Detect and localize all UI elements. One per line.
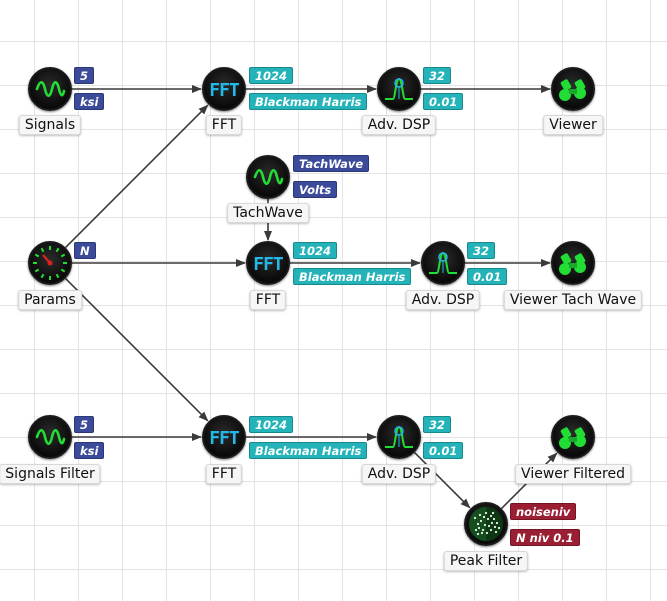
- param-tag[interactable]: 0.01: [423, 442, 464, 459]
- svg-text:FFT: FFT: [209, 428, 240, 449]
- param-tag[interactable]: TachWave: [293, 155, 370, 172]
- param-tag[interactable]: N: [74, 242, 96, 259]
- spectrum-peak-icon[interactable]: [421, 241, 465, 285]
- spectrum-peak-icon[interactable]: [377, 67, 421, 111]
- svg-text:FFT: FFT: [253, 254, 284, 275]
- param-tag[interactable]: ksi: [74, 93, 105, 110]
- node-label-tachwave: TachWave: [227, 203, 309, 223]
- param-tag[interactable]: 1024: [293, 242, 338, 259]
- connection-arrow: [65, 278, 209, 422]
- param-tag[interactable]: Volts: [293, 181, 338, 198]
- noise-filter-icon[interactable]: [464, 502, 508, 546]
- fft-icon[interactable]: FFT: [202, 67, 246, 111]
- param-tag[interactable]: Blackman Harris: [249, 442, 368, 459]
- spectrum-peak-icon[interactable]: [377, 415, 421, 459]
- param-tag[interactable]: ksi: [74, 442, 105, 459]
- param-tag[interactable]: noiseniv: [510, 503, 577, 520]
- param-tag[interactable]: N niv 0.1: [510, 529, 580, 546]
- param-tag[interactable]: 32: [423, 67, 452, 84]
- node-label-viewer-tach: Viewer Tach Wave: [503, 290, 643, 310]
- gauge-icon[interactable]: [28, 241, 72, 285]
- node-label-viewer: Viewer: [543, 115, 603, 135]
- node-label-fft-3: FFT: [205, 464, 243, 484]
- binoculars-icon[interactable]: [551, 67, 595, 111]
- node-label-adv-dsp-1: Adv. DSP: [361, 115, 437, 135]
- param-tag[interactable]: 5: [74, 67, 95, 84]
- param-tag[interactable]: 0.01: [467, 268, 508, 285]
- param-tag[interactable]: Blackman Harris: [293, 268, 412, 285]
- fft-icon[interactable]: FFT: [246, 241, 290, 285]
- binoculars-icon[interactable]: [551, 415, 595, 459]
- node-label-adv-dsp-3: Adv. DSP: [361, 464, 437, 484]
- fft-icon[interactable]: FFT: [202, 415, 246, 459]
- sine-wave-icon[interactable]: [246, 155, 290, 199]
- node-label-fft-2: FFT: [249, 290, 287, 310]
- connection-arrow: [414, 452, 471, 509]
- node-label-peak-filter: Peak Filter: [443, 551, 529, 571]
- sine-wave-icon[interactable]: [28, 415, 72, 459]
- node-label-signals: Signals: [18, 115, 82, 135]
- node-label-fft-1: FFT: [205, 115, 243, 135]
- param-tag[interactable]: 1024: [249, 67, 294, 84]
- connection-arrow: [65, 104, 209, 248]
- param-tag[interactable]: 5: [74, 416, 95, 433]
- node-label-params: Params: [18, 290, 82, 310]
- param-tag[interactable]: 1024: [249, 416, 294, 433]
- node-label-adv-dsp-2: Adv. DSP: [405, 290, 481, 310]
- sine-wave-icon[interactable]: [28, 67, 72, 111]
- node-label-signals-filter: Signals Filter: [0, 464, 101, 484]
- node-label-viewer-filtered: Viewer Filtered: [515, 464, 631, 484]
- binoculars-icon[interactable]: [551, 241, 595, 285]
- svg-text:FFT: FFT: [209, 80, 240, 101]
- param-tag[interactable]: 32: [467, 242, 496, 259]
- param-tag[interactable]: 32: [423, 416, 452, 433]
- param-tag[interactable]: 0.01: [423, 93, 464, 110]
- param-tag[interactable]: Blackman Harris: [249, 93, 368, 110]
